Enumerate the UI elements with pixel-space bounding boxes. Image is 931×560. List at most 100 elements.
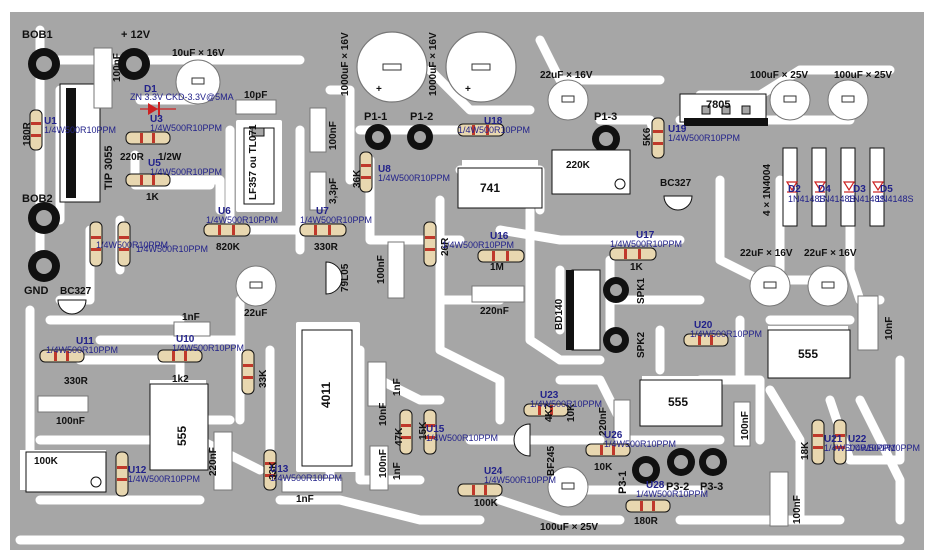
label-1nf-c: 1nF <box>296 494 314 505</box>
annot-u12-value: 1/4W500R10PPM <box>128 474 200 484</box>
annot-u6-value: 1/4W500R10PPM <box>206 215 278 225</box>
trimpot-100k <box>25 451 107 493</box>
label-10nf-b: 10nF <box>378 403 389 426</box>
annot-u28: U28 <box>646 480 665 491</box>
annot-u3: U3 <box>150 114 163 125</box>
label-4k7: 4K7 <box>544 403 555 422</box>
label-3p3: 3,3pF <box>328 178 339 204</box>
label-10k-a: 10K <box>566 403 577 422</box>
annot-u3-value: 1/4W500R10PPM <box>150 123 222 133</box>
label-100nf-a: 100nF <box>112 53 123 82</box>
label-100k-b: 100K <box>474 498 499 509</box>
label-47k: 47K <box>394 427 405 446</box>
label-15k: 15K <box>418 421 429 440</box>
label-100nf-g: 100nF <box>378 449 389 478</box>
label-5k6: 5K6 <box>642 127 653 146</box>
label-bob1: BOB1 <box>22 29 53 41</box>
annot-u19: U19 <box>668 124 687 135</box>
label-555-left: 555 <box>175 426 189 446</box>
annot-u18-value: 1/4W500R10PPM <box>458 125 530 135</box>
annot-u21: U21 <box>824 434 843 445</box>
annot-u10-value: 1/4W500R10PPM <box>172 343 244 353</box>
annot-d5-value: 1N4148S <box>876 194 914 204</box>
label-22uf-a: 22uF × 16V <box>740 248 793 259</box>
label-1000uf-a: 1000uF × 16V <box>340 32 351 96</box>
tip3055-transistor <box>59 83 101 203</box>
silkscreen-labels: BOB1 + 12V BOB2 GND TIP 3055 100nF 10uF … <box>22 29 895 533</box>
ic-4011 <box>301 329 353 467</box>
annot-u11: U11 <box>76 336 94 347</box>
annot-u13: U13 <box>270 464 289 475</box>
annot-u15: U15 <box>426 424 445 435</box>
label-33k-b: 33K <box>268 461 279 480</box>
annot-u23-value: 1/4W500R10PPM <box>530 399 602 409</box>
zener-diode-d1 <box>140 102 176 116</box>
label-7805: 7805 <box>706 99 730 111</box>
annot-u11-value: 1/4W500R10PPM <box>46 345 118 355</box>
label-p3-3: P3-3 <box>700 481 723 493</box>
ic-lf357 <box>243 127 275 205</box>
annot-d2-value: 1N4148S <box>788 194 826 204</box>
label-220k: 220K <box>566 160 591 171</box>
annot-u10: U10 <box>176 334 195 345</box>
label-bf245: BF245 <box>546 446 557 476</box>
label-1000uf-b: 1000uF × 16V <box>428 32 439 96</box>
annot-u16: U16 <box>490 231 509 242</box>
ic-741 <box>457 167 543 209</box>
label-4011: 4011 <box>319 382 333 408</box>
label-spk1: SPK1 <box>636 277 647 304</box>
annot-u7: U7 <box>316 206 329 217</box>
label-100nf-b: 100nF <box>328 121 339 150</box>
label-36k: 36K <box>352 169 363 188</box>
annot-u9-value: 1/4W500R10PPM <box>136 244 208 254</box>
label-79l05: 79L05 <box>340 263 351 292</box>
label-lf357: LF357 ou TL071 <box>248 124 259 200</box>
label-100nf-d: 100nF <box>56 416 85 427</box>
label-12v: + 12V <box>121 29 151 41</box>
resistors <box>29 109 847 513</box>
film-caps <box>37 47 879 527</box>
label-220nf-b: 220nF <box>208 447 219 476</box>
label-bob2: BOB2 <box>22 193 53 205</box>
annotation-overlay: U1 1/4W500R10PPM D1 ZN 3.3V CKD-3.3V@5MA… <box>44 84 920 499</box>
annot-u26: U26 <box>604 430 623 441</box>
ic-555-middle <box>639 379 723 427</box>
label-p3-1: P3-1 <box>617 471 629 494</box>
annot-u15-value: 1/4W500R10PPM <box>96 240 168 250</box>
label-330r-a: 330R <box>314 242 339 253</box>
label-100uf-b: 100uF × 25V <box>834 70 892 81</box>
label-1n4004: 4 × 1N4004 <box>762 164 773 216</box>
annot-u24-value: 1/4W500R10PPM <box>484 475 556 485</box>
label-741: 741 <box>480 181 500 195</box>
label-26r: 26R <box>440 237 451 256</box>
label-1k2: 1k2 <box>172 374 189 385</box>
annot-u23: U23 <box>540 390 559 401</box>
label-100uf-c: 100uF × 25V <box>540 522 598 533</box>
label-100nf-e: 100nF <box>740 411 751 440</box>
annot-u20-value: 1/4W500R10PPM <box>690 329 762 339</box>
annot-u17-value: 1/4W500R10PPM <box>610 239 682 249</box>
pads <box>28 48 727 484</box>
annot-u20: U20 <box>694 320 713 331</box>
signal-diodes <box>785 181 885 193</box>
label-100nf-f: 100nF <box>792 495 803 524</box>
annot-u13-value: 1/4W500R10PPM <box>270 473 342 483</box>
label-1nf-b: 1nF <box>392 378 403 396</box>
label-22uf-b: 22uF × 16V <box>804 248 857 259</box>
label-180r-b: 180R <box>634 516 659 527</box>
annot-u17: U17 <box>636 230 655 241</box>
annot-d4-value: 1N4148S <box>818 194 856 204</box>
annot-u8-value: 1/4W500R10PPM <box>378 173 450 183</box>
annot-u28-value: 1/4W500R10PPM <box>636 489 708 499</box>
label-10k-b: 10K <box>594 462 613 473</box>
label-p1-3: P1-3 <box>594 111 617 123</box>
label-p1-1: P1-1 <box>364 111 387 123</box>
label-1nf-d: 1nF <box>392 462 403 480</box>
annot-u15b-value: 1/4W500R10PPM <box>426 433 498 443</box>
annot-u18: U18 <box>484 116 503 127</box>
annot-u22-value: 1/4W500R10PPM <box>848 443 920 453</box>
annot-u12: U12 <box>128 465 147 476</box>
annot-d4: D4 <box>818 184 831 195</box>
label-18k: 18K <box>800 441 811 460</box>
